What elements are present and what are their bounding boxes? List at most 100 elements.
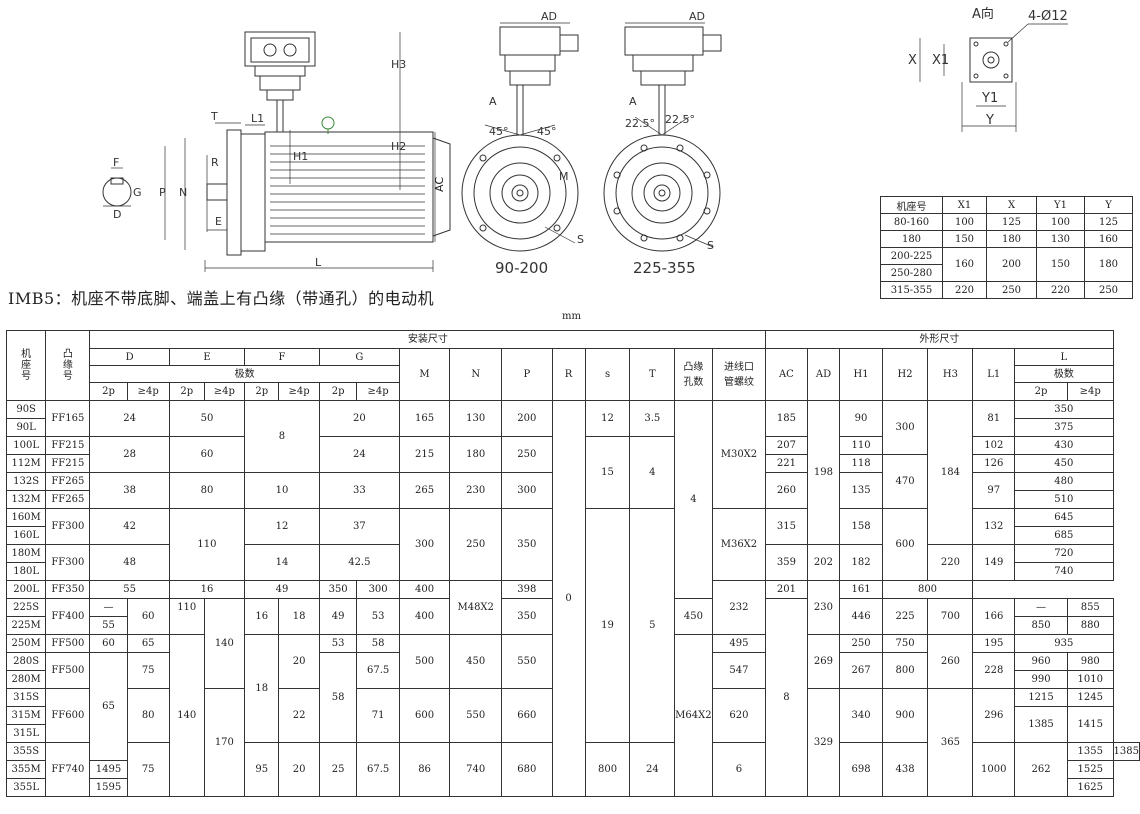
page-caption: IMB5：机座不带底脚、端盖上有凸缘（带通孔）的电动机 xyxy=(8,289,435,308)
table-cell: 8 xyxy=(765,598,808,797)
table-cell: 185 xyxy=(765,400,808,437)
frame-cell: 225M xyxy=(5,616,47,635)
table-cell: 3.5 xyxy=(629,400,676,437)
table-cell: 150 xyxy=(942,230,987,248)
table-cell: 1525 xyxy=(1066,760,1114,779)
flange-cell: FF165 xyxy=(45,400,91,437)
header-s: s xyxy=(584,348,631,401)
table-row: 90L 375 xyxy=(5,418,1140,437)
table-cell: 166 xyxy=(972,598,1016,635)
frame-cell: 315L xyxy=(5,724,47,743)
frame-cell: 315M xyxy=(5,706,47,725)
table-cell: 800 xyxy=(881,652,929,689)
table-cell: 182 xyxy=(839,544,883,581)
label-m: M xyxy=(559,170,569,183)
table-cell: 20 xyxy=(278,742,320,797)
table-cell: 660 xyxy=(501,688,553,743)
table-cell: 350 xyxy=(501,598,553,635)
header-flange-holes: 凸缘 孔数 xyxy=(674,348,713,401)
table-cell: 350 xyxy=(1014,400,1114,419)
header-e: E xyxy=(168,348,246,366)
header-cell: 机座号 xyxy=(880,196,943,214)
header-r: R xyxy=(551,348,586,401)
table-cell: 28 xyxy=(89,436,170,473)
frame-cell: 90L xyxy=(5,418,47,437)
table-cell: 135 xyxy=(839,472,883,509)
table-row: 机座号 X1 X Y1 Y xyxy=(880,196,1133,214)
header-install-dims: 安装尺寸 xyxy=(89,330,767,349)
table-cell: 100 xyxy=(1036,213,1085,231)
table-cell: 438 xyxy=(881,742,929,797)
table-cell: 60 xyxy=(168,436,246,473)
table-row: 280S FF500 65 75 58 67.5 547 267 800 228… xyxy=(5,652,1140,761)
table-cell: 250 xyxy=(449,508,503,581)
table-cell: 1595 xyxy=(89,778,128,797)
table-cell: 97 xyxy=(972,472,1016,509)
table-cell: 25 xyxy=(318,742,358,797)
table-cell: 740 xyxy=(1014,562,1114,581)
header-m: M xyxy=(398,348,451,401)
table-row: 200L FF350 55 16 49 350 300 400 M48X2 39… xyxy=(5,580,1140,635)
table-cell: 315 xyxy=(765,508,808,545)
table-cell: 315-355 xyxy=(880,281,943,299)
table-cell: M48X2 xyxy=(449,580,503,635)
table-cell: 5 xyxy=(629,508,676,743)
table-cell: 510 xyxy=(1014,490,1114,509)
header-2p: 2p xyxy=(244,382,280,401)
label-range-2: 225-355 xyxy=(633,259,696,277)
table-cell: 250-280 xyxy=(880,264,943,282)
table-row: 180L 740 xyxy=(5,562,1140,581)
table-row: 80-160 100 125 100 125 xyxy=(880,213,1133,231)
header-p: P xyxy=(501,348,553,401)
table-cell: 350 xyxy=(318,580,358,599)
table-cell: 160 xyxy=(942,247,987,282)
label-ac: AC xyxy=(433,176,447,193)
table-cell: 260 xyxy=(765,472,808,509)
label-ad-2: AD xyxy=(689,10,705,23)
header-l1: L1 xyxy=(972,348,1016,401)
frame-cell: 90S xyxy=(5,400,47,419)
table-cell: 53 xyxy=(356,598,400,635)
table-row: 机 座 号 凸 缘 号 安装尺寸 外形尺寸 xyxy=(5,330,1140,401)
table-cell: M30X2 xyxy=(711,400,767,509)
table-cell: 110 xyxy=(839,436,883,455)
table-cell: 19 xyxy=(584,508,631,743)
table-cell: 37 xyxy=(318,508,400,545)
table-cell: 71 xyxy=(356,688,400,743)
front-view-225-355: AD A 22.5° 22.5° S 225-355 xyxy=(603,10,722,277)
table-cell: 65 xyxy=(126,634,170,653)
table-cell: 1415 xyxy=(1066,706,1114,743)
frame-cell: 280M xyxy=(5,670,47,689)
table-cell: 165 xyxy=(398,400,451,437)
flange-cell: FF265 xyxy=(45,472,91,491)
frame-cell: 250M xyxy=(5,634,47,653)
label-p: P xyxy=(159,186,166,199)
table-cell: 180 xyxy=(1084,247,1133,282)
frame-cell: 112M xyxy=(5,454,47,473)
flange-cell: FF300 xyxy=(45,508,91,545)
table-cell: 20 xyxy=(318,400,400,437)
flange-cell: FF740 xyxy=(45,742,91,797)
table-cell: 75 xyxy=(126,742,170,797)
label-range-1: 90-200 xyxy=(495,259,548,277)
table-cell: 50 xyxy=(168,400,246,437)
table-cell: 125 xyxy=(1084,213,1133,231)
table-cell: 12 xyxy=(584,400,631,437)
table-cell: 230 xyxy=(806,580,841,635)
flange-cell: FF350 xyxy=(45,580,91,599)
table-cell: 720 xyxy=(1014,544,1114,563)
table-cell: 201 xyxy=(765,580,808,599)
table-cell: 600 xyxy=(398,688,451,743)
table-cell: 102 xyxy=(972,436,1016,455)
table-cell: 260 xyxy=(927,634,974,689)
header-cell: X xyxy=(986,196,1037,214)
frame-cell: 180M xyxy=(5,544,47,563)
header-cell: Y xyxy=(1084,196,1133,214)
label-h2: H2 xyxy=(391,140,406,153)
table-cell: 202 xyxy=(806,544,841,581)
header-t: T xyxy=(629,348,676,401)
table-cell: 267 xyxy=(839,652,883,689)
table-cell: 645 xyxy=(1014,508,1114,527)
label-d: D xyxy=(113,208,121,221)
flange-cell: FF265 xyxy=(45,490,91,509)
